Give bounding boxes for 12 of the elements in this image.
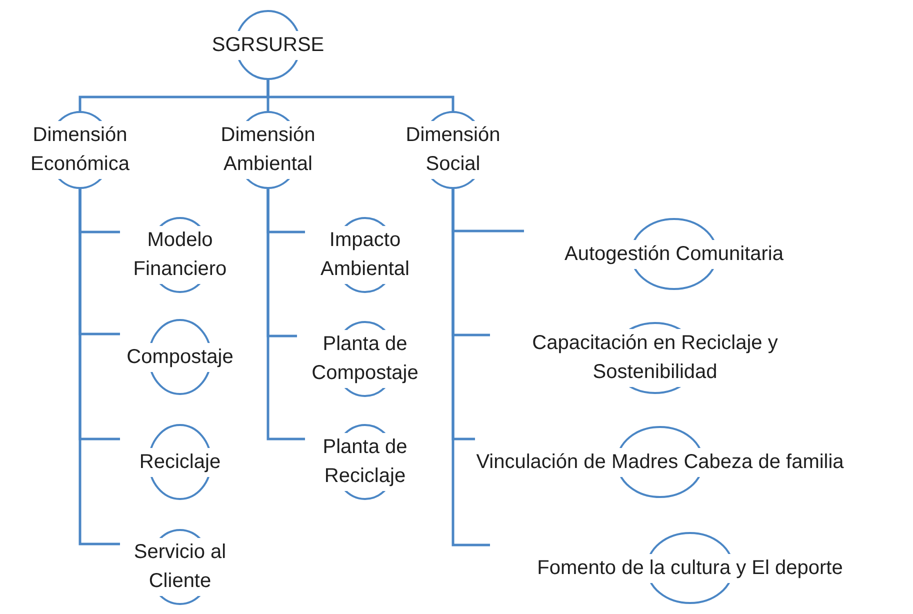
node-label: Compostaje: [126, 342, 234, 372]
node-label: Autogestión Comunitaria: [564, 240, 784, 268]
node-label: SGRSURSE: [212, 30, 324, 60]
connector-line: [266, 189, 305, 440]
circle-node: [475, 426, 845, 498]
node-label: Fomento de la cultura y El deporte: [537, 554, 843, 582]
connector-line: [78, 189, 120, 546]
connector-line: [266, 80, 454, 111]
circle-node: [213, 10, 323, 80]
connector-line: [452, 189, 490, 546]
node-label: Vinculación de Madres Cabeza de familia: [476, 448, 844, 476]
node-label: Reciclaje: [139, 448, 221, 476]
